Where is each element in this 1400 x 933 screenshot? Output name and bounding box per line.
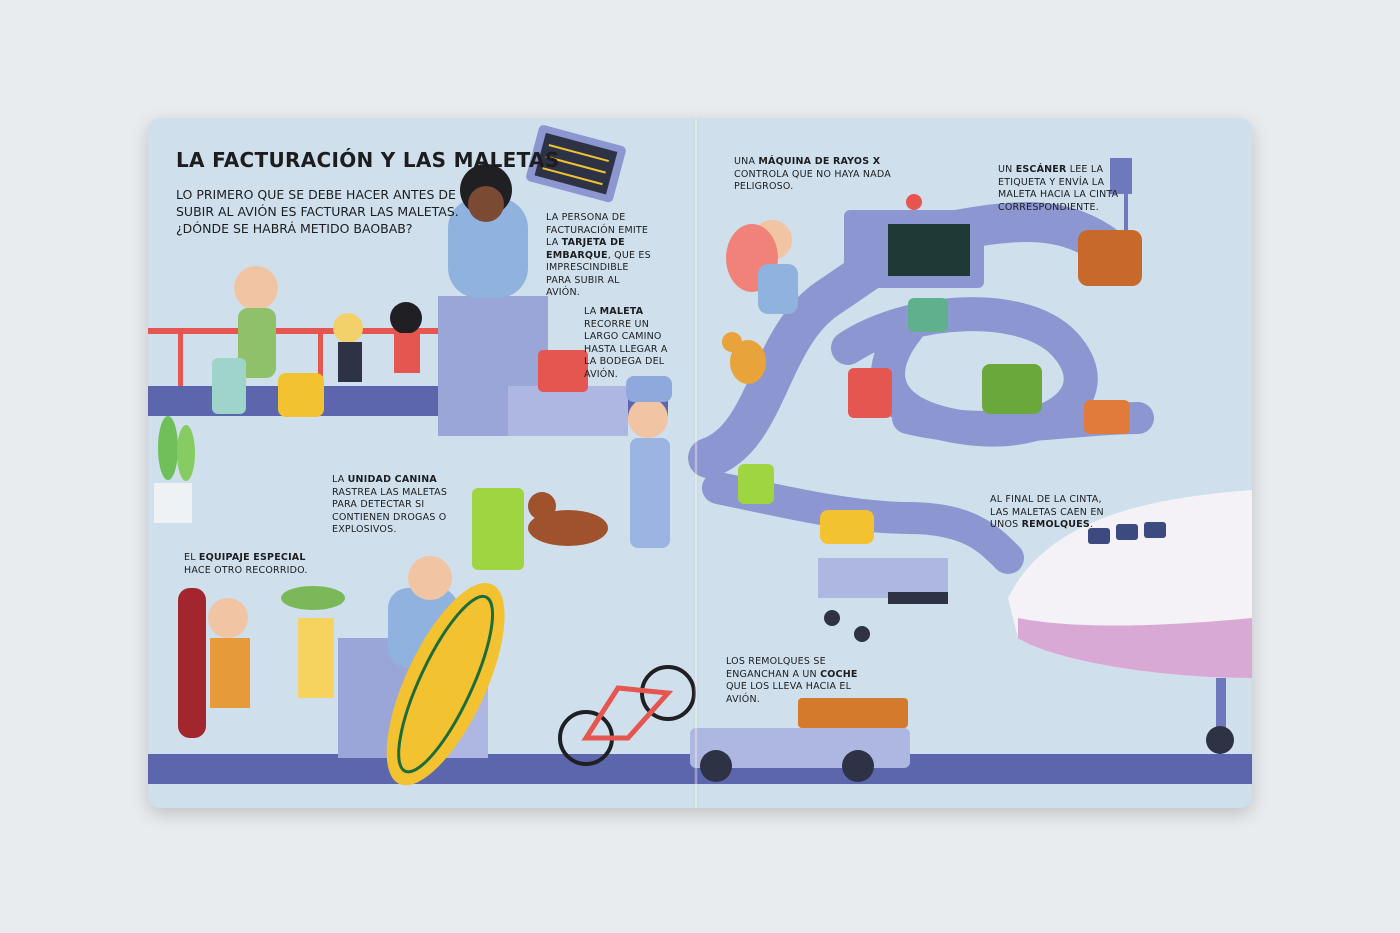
girl-with-guitar-case <box>178 588 250 738</box>
caption-special-b: EQUIPAJE ESPECIAL <box>198 552 306 563</box>
baggage-car <box>690 698 910 782</box>
teal-bag <box>908 298 948 332</box>
caption-suitcase-c: RECORRE UN LARGO CAMINO HASTA LLEGAR A L… <box>584 318 668 380</box>
caption-canine-a: LA <box>332 474 348 485</box>
caption-trailers-b: REMOLQUES <box>1021 519 1090 530</box>
green-suitcase <box>472 488 524 570</box>
intro-text: LO PRIMERO QUE SE DEBE HACER ANTES DE SU… <box>176 187 459 236</box>
caption-checkin: LA PERSONA DE FACTURACIÓN EMITE LA TARJE… <box>546 212 656 300</box>
checkin-counter <box>438 164 628 436</box>
caption-xray-c: CONTROLA QUE NO HAYA NADA PELIGROSO. <box>734 168 891 193</box>
brown-suitcase <box>1078 230 1142 286</box>
illustration <box>148 125 1252 786</box>
xray-worker <box>726 220 798 314</box>
caption-trailers-a: AL FINAL DE LA CINTA, LAS MALETAS CAEN E… <box>990 494 1104 530</box>
page-fold <box>694 118 698 808</box>
xray-machine <box>844 194 984 288</box>
flight-board <box>526 125 626 203</box>
surfboard <box>386 583 505 786</box>
caption-xray-a: UNA <box>734 156 759 167</box>
bicycle <box>558 665 696 766</box>
caption-trailers-c: . <box>1089 519 1094 530</box>
caption-checkin-b: TARJETA DE EMBARQUE <box>546 237 625 261</box>
caption-xray-b: MÁQUINA DE RAYOS X <box>758 156 881 167</box>
caption-checkin-c: , QUE ES IMPRESCINDIBLE PARA SUBIR AL AV… <box>546 249 651 299</box>
page-title: LA FACTURACIÓN Y LAS MALETAS <box>176 148 560 172</box>
caption-car-b: COCHE <box>820 668 858 680</box>
caption-special-c: HACE OTRO RECORRIDO. <box>184 564 308 576</box>
orange-bag <box>1084 400 1130 434</box>
caption-scanner: UN ESCÁNER LEE LA ETIQUETA Y ENVÍA LA MA… <box>998 164 1120 214</box>
green-bag-belt <box>982 364 1042 414</box>
railing <box>148 328 478 386</box>
red-bag-belt <box>848 368 892 418</box>
airplane <box>1008 490 1252 754</box>
book-spread: LA FACTURACIÓN Y LAS MALETAS LO PRIMERO … <box>148 118 1252 808</box>
family-group <box>212 266 422 417</box>
caption-scanner-a: UN <box>998 164 1016 175</box>
caption-car-c: QUE LOS LLEVA HACIA EL AVIÓN. <box>726 681 852 705</box>
yellow-suitcase <box>820 510 874 544</box>
caption-car-a: LOS REMOLQUES SE ENGANCHAN A UN <box>726 656 826 680</box>
caption-trailers: AL FINAL DE LA CINTA, LAS MALETAS CAEN E… <box>990 494 1114 532</box>
caption-special: EL EQUIPAJE ESPECIAL HACE OTRO RECORRIDO… <box>184 552 308 577</box>
caption-suitcase-b: MALETA <box>599 306 644 317</box>
caption-xray: UNA MÁQUINA DE RAYOS X CONTROLA QUE NO H… <box>734 156 934 194</box>
plant <box>154 416 195 523</box>
caption-suitcase: LA MALETA RECORRE UN LARGO CAMINO HASTA … <box>584 306 680 381</box>
caption-special-a: EL <box>184 552 199 563</box>
giraffe-toy <box>722 332 766 384</box>
police-officer <box>626 376 672 548</box>
police-dog <box>528 492 608 546</box>
caption-suitcase-a: LA <box>584 306 600 317</box>
caption-canine: LA UNIDAD CANINA RASTREA LAS MALETAS PAR… <box>332 474 468 537</box>
caption-scanner-c: LEE LA ETIQUETA Y ENVÍA LA MALETA HACIA … <box>998 164 1119 213</box>
lime-bag <box>738 464 774 504</box>
baggage-trolley <box>818 558 948 642</box>
caption-scanner-b: ESCÁNER <box>1015 164 1067 175</box>
caption-car: LOS REMOLQUES SE ENGANCHAN A UN COCHE QU… <box>726 656 880 706</box>
red-suitcase <box>538 350 588 392</box>
caption-canine-c: RASTREA LAS MALETAS PARA DETECTAR SI CON… <box>332 486 448 536</box>
girl-with-hat <box>281 586 345 698</box>
caption-checkin-a: LA PERSONA DE FACTURACIÓN EMITE LA <box>546 212 649 248</box>
caption-canine-b: UNIDAD CANINA <box>347 474 437 485</box>
